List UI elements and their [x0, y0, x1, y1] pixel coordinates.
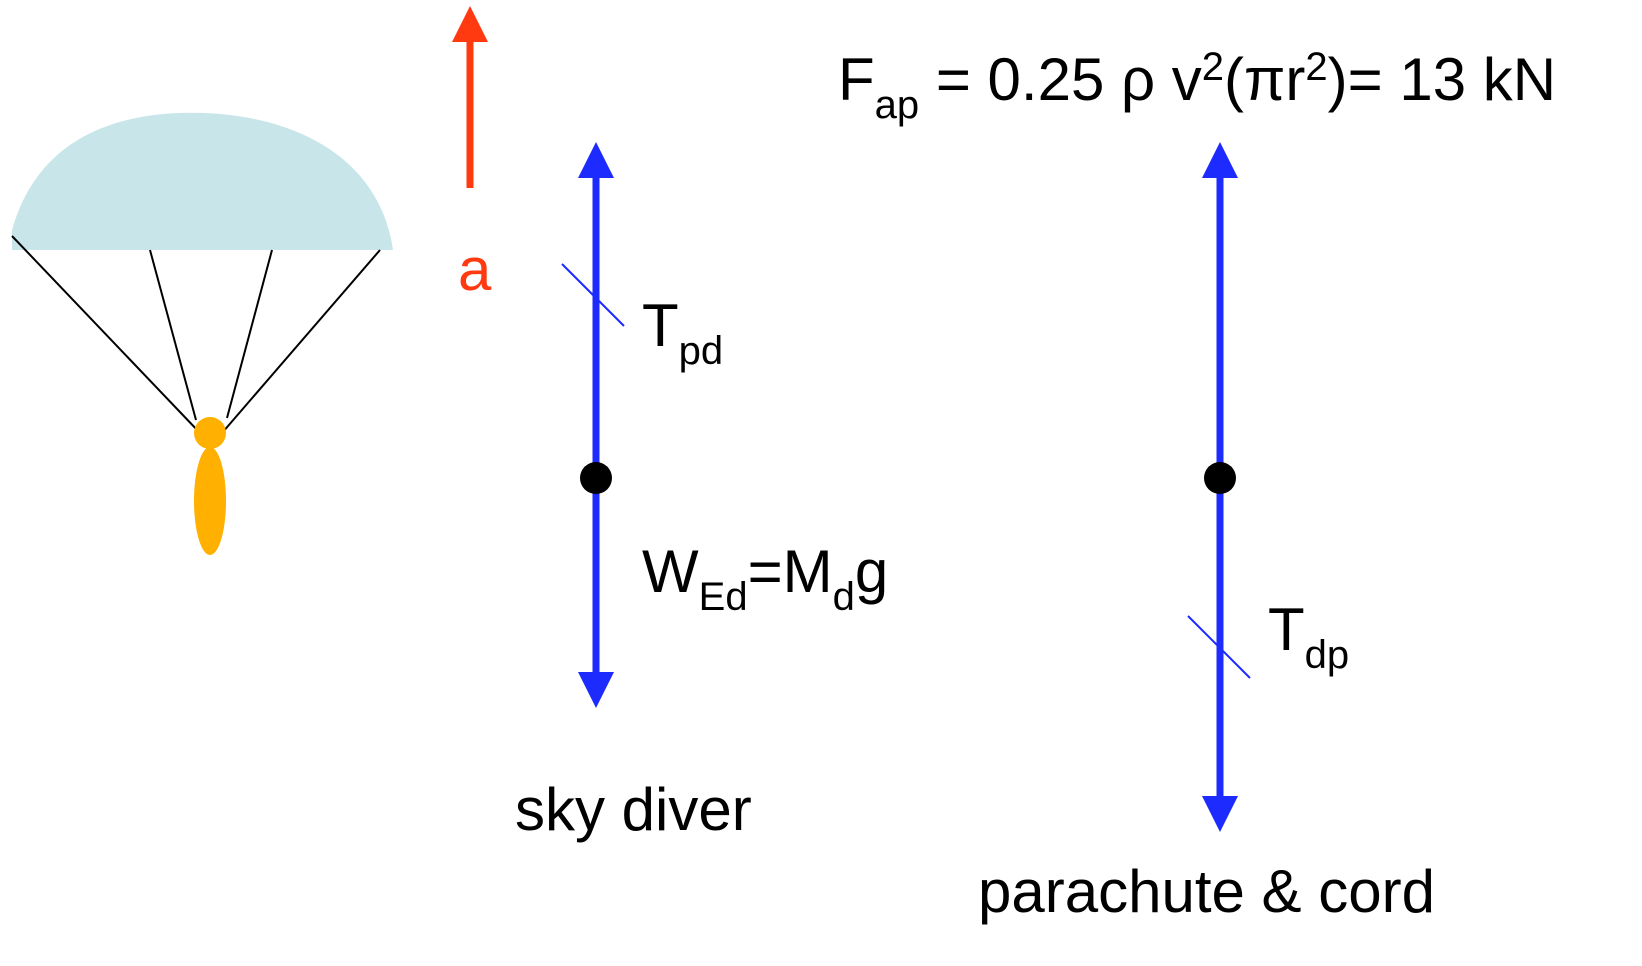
- air-force-arrowhead: [1202, 142, 1238, 178]
- tension-dp-symbol: T: [1268, 596, 1305, 663]
- weight-label: WEd=Mdg: [642, 542, 888, 618]
- sky-diver-caption: sky diver: [515, 776, 752, 843]
- tension-pd-symbol: T: [642, 292, 679, 359]
- parachute-caption: parachute & cord: [978, 858, 1435, 925]
- diver-body: [194, 447, 226, 555]
- cord-line-3: [226, 249, 273, 419]
- weight-mass-subscript: d: [832, 575, 855, 619]
- weight-mass-part: =M: [747, 538, 833, 605]
- sky-diver-point: [580, 462, 612, 494]
- cord-line-4: [221, 249, 381, 434]
- parachute-point: [1204, 462, 1236, 494]
- tension-dp-tick: [1187, 615, 1251, 679]
- acceleration-arrow: [452, 6, 488, 188]
- air-force-sup1: 2: [1201, 45, 1225, 89]
- tension-dp-subscript: dp: [1304, 633, 1350, 677]
- cord-line-2: [149, 249, 197, 421]
- sky-diver-force-diagram: [561, 142, 625, 708]
- air-force-eq-tail: )= 13 kN: [1327, 46, 1557, 113]
- weight-subscript: Ed: [698, 575, 748, 619]
- cord-line-1: [11, 235, 201, 434]
- weight-gravity: g: [854, 538, 889, 605]
- tension-pd-label: Tpd: [642, 296, 723, 372]
- weight-symbol: W: [642, 538, 699, 605]
- parachute-illustration: [11, 112, 393, 555]
- tension-pd-arrowhead: [578, 142, 614, 178]
- tension-pd-subscript: pd: [678, 329, 724, 373]
- weight-arrowhead: [578, 672, 614, 708]
- acceleration-label: a: [458, 236, 492, 303]
- tension-dp-arrowhead: [1202, 796, 1238, 832]
- air-force-eq-part1: = 0.25 ρ v: [919, 46, 1202, 113]
- air-force-equation: Fap = 0.25 ρ v2(πr2)= 13 kN: [838, 47, 1556, 125]
- diver-head: [194, 417, 226, 449]
- tension-dp-label: Tdp: [1268, 600, 1349, 676]
- parachute-canopy: [12, 112, 393, 251]
- air-force-sup2: 2: [1305, 45, 1328, 89]
- parachute-force-diagram: [1187, 142, 1251, 832]
- air-force-eq-mid: (πr: [1224, 46, 1306, 113]
- air-force-symbol: F: [838, 46, 875, 113]
- tension-pd-tick: [561, 263, 625, 327]
- air-force-subscript: ap: [874, 83, 920, 127]
